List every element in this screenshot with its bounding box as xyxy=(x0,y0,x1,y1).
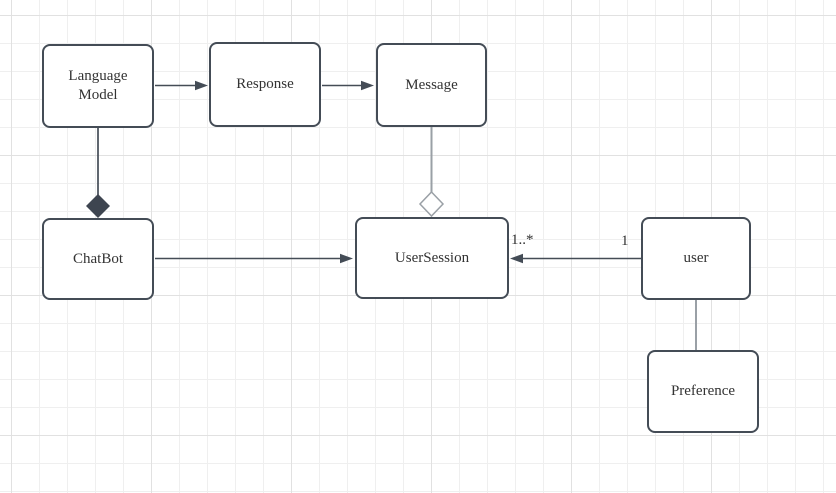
node-message[interactable]: Message xyxy=(376,43,487,127)
node-response[interactable]: Response xyxy=(209,42,321,127)
edge-languagemodel-response[interactable] xyxy=(155,80,208,91)
composition-filled-diamond-icon xyxy=(86,194,110,218)
node-user-label: user xyxy=(683,250,709,267)
node-preference-label: Preference xyxy=(670,383,736,400)
edge-chatbot-usersession[interactable] xyxy=(155,253,353,264)
multiplicity-label-usersession-end: 1..* xyxy=(511,232,534,248)
node-chatbot-label: ChatBot xyxy=(72,250,123,267)
node-chatbot[interactable]: ChatBot xyxy=(42,218,154,300)
node-message-label: Message xyxy=(405,76,458,93)
node-response-label: Response xyxy=(236,76,294,93)
edge-message-usersession-aggregation[interactable] xyxy=(418,127,445,218)
node-user-session-label: UserSession xyxy=(394,249,470,266)
edge-user-usersession[interactable] xyxy=(510,253,641,264)
node-language-model[interactable]: Language Model xyxy=(42,44,154,128)
node-preference[interactable]: Preference xyxy=(647,350,759,433)
node-language-model-label: Language Model xyxy=(68,68,128,103)
node-user[interactable]: user xyxy=(641,217,751,300)
edge-response-message[interactable] xyxy=(322,80,374,91)
edge-languagemodel-chatbot-composition[interactable] xyxy=(86,128,110,218)
node-user-session[interactable]: UserSession xyxy=(355,217,509,299)
multiplicity-label-user-end: 1 xyxy=(621,233,629,249)
aggregation-hollow-diamond-icon xyxy=(418,190,445,218)
